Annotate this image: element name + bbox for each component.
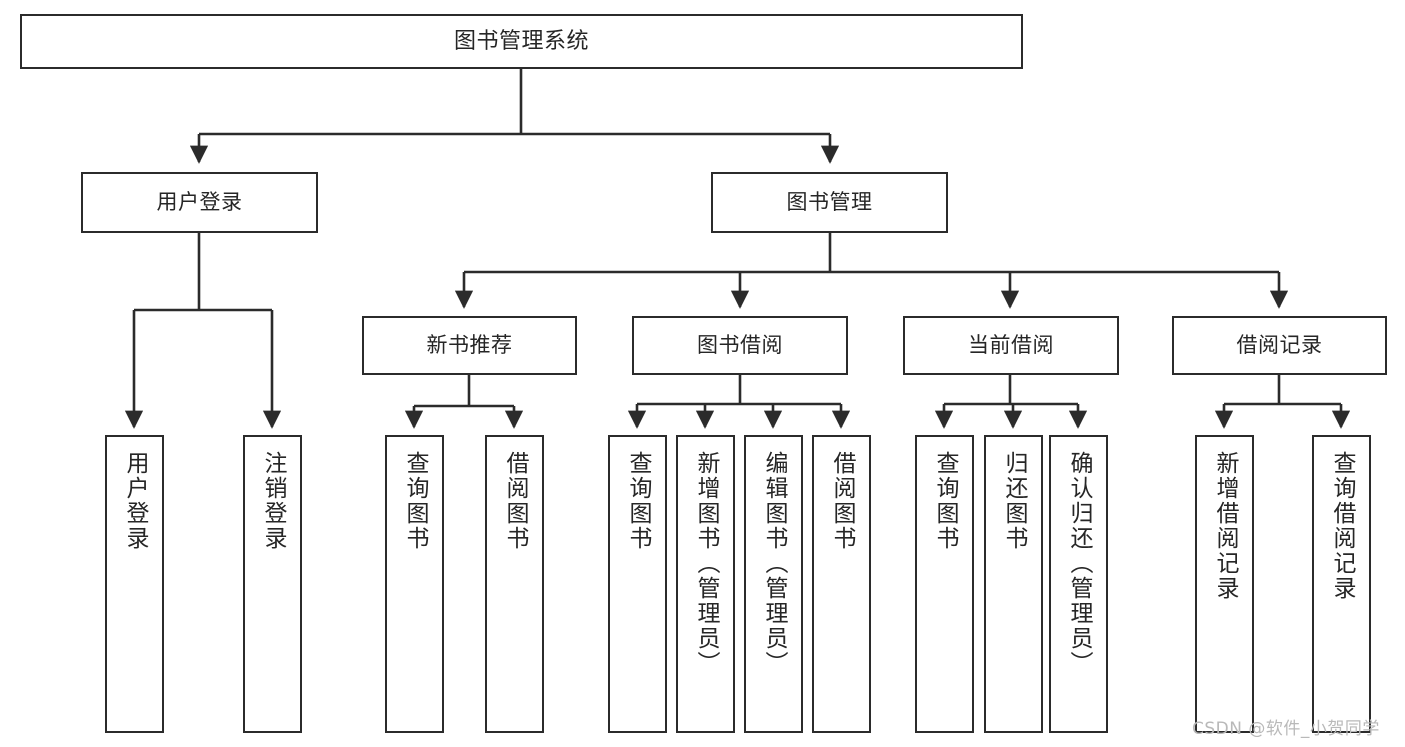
leaf-user-login[interactable]: 用户登录 bbox=[105, 435, 164, 733]
node-label: 注销登录 bbox=[260, 451, 286, 551]
node-label: 归还图书 bbox=[1001, 451, 1027, 551]
node-label: 查询图书 bbox=[932, 451, 958, 551]
node-book-borrow[interactable]: 图书借阅 bbox=[632, 316, 848, 375]
node-label: 用户登录 bbox=[122, 451, 148, 551]
node-new-book-recommend[interactable]: 新书推荐 bbox=[362, 316, 577, 375]
node-label: 查询图书 bbox=[402, 451, 428, 551]
leaf-confirm-return[interactable]: 确认归还（管理员） bbox=[1049, 435, 1108, 733]
node-label: 用户登录 bbox=[156, 190, 243, 215]
node-label: 借阅图书 bbox=[502, 451, 528, 551]
leaf-query-book-current[interactable]: 查询图书 bbox=[915, 435, 974, 733]
node-label: 确认归还（管理员） bbox=[1066, 451, 1092, 676]
node-current-borrow[interactable]: 当前借阅 bbox=[903, 316, 1119, 375]
leaf-edit-book[interactable]: 编辑图书（管理员） bbox=[744, 435, 803, 733]
leaf-return-book[interactable]: 归还图书 bbox=[984, 435, 1043, 733]
node-label: 新增借阅记录 bbox=[1212, 451, 1238, 601]
leaf-query-borrow-record[interactable]: 查询借阅记录 bbox=[1312, 435, 1371, 733]
node-label: 图书管理 bbox=[786, 190, 873, 215]
csdn-watermark: CSDN @软件_小贺同学 bbox=[1192, 719, 1380, 739]
node-user-login[interactable]: 用户登录 bbox=[81, 172, 318, 233]
node-label: 查询图书 bbox=[625, 451, 651, 551]
leaf-query-book-recommend[interactable]: 查询图书 bbox=[385, 435, 444, 733]
node-label: 借阅图书 bbox=[829, 451, 855, 551]
leaf-borrow-book-recommend[interactable]: 借阅图书 bbox=[485, 435, 544, 733]
node-label: 借阅记录 bbox=[1236, 333, 1323, 358]
node-book-management[interactable]: 图书管理 bbox=[711, 172, 948, 233]
node-label: 图书借阅 bbox=[697, 333, 783, 358]
node-label: 查询借阅记录 bbox=[1329, 451, 1355, 601]
node-book-management-system[interactable]: 图书管理系统 bbox=[20, 14, 1023, 69]
leaf-borrow-book[interactable]: 借阅图书 bbox=[812, 435, 871, 733]
node-label: 编辑图书（管理员） bbox=[761, 451, 787, 676]
node-label: 新增图书（管理员） bbox=[693, 451, 719, 676]
node-label: 当前借阅 bbox=[968, 333, 1054, 358]
node-label: 图书管理系统 bbox=[453, 28, 589, 54]
leaf-add-borrow-record[interactable]: 新增借阅记录 bbox=[1195, 435, 1254, 733]
leaf-query-book-borrow[interactable]: 查询图书 bbox=[608, 435, 667, 733]
leaf-logout[interactable]: 注销登录 bbox=[243, 435, 302, 733]
node-label: 新书推荐 bbox=[426, 333, 513, 358]
node-borrow-record[interactable]: 借阅记录 bbox=[1172, 316, 1387, 375]
leaf-add-book[interactable]: 新增图书（管理员） bbox=[676, 435, 735, 733]
